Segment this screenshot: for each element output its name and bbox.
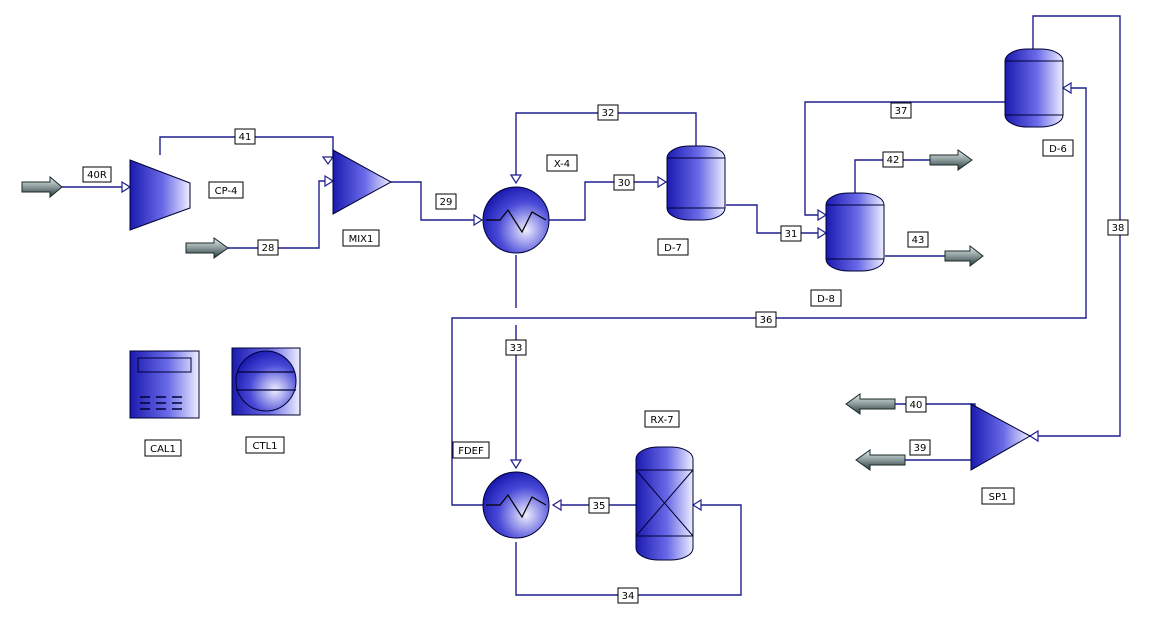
svg-text:41: 41	[239, 132, 252, 143]
svg-text:SP1: SP1	[989, 492, 1008, 503]
product-arrow-39[interactable]	[855, 449, 906, 471]
label-d6: D-6	[1042, 139, 1074, 157]
stream-label-40r[interactable]: 40R	[82, 166, 112, 183]
heat-exchanger-fdef-icon[interactable]	[482, 471, 550, 539]
stream-label-31[interactable]: 31	[780, 225, 802, 242]
svg-text:43: 43	[912, 235, 925, 246]
stream-label-39[interactable]: 39	[909, 439, 931, 456]
stream-label-38[interactable]: 38	[1107, 219, 1129, 236]
svg-text:33: 33	[510, 343, 523, 354]
label-fdef: FDEF	[452, 441, 490, 459]
stream-label-36[interactable]: 36	[755, 311, 777, 328]
svg-text:X-4: X-4	[554, 159, 570, 170]
label-rx7: RX-7	[644, 410, 680, 428]
stream-label-30[interactable]: 30	[613, 174, 635, 191]
svg-text:37: 37	[895, 106, 908, 117]
svg-text:30: 30	[618, 178, 631, 189]
svg-text:34: 34	[622, 591, 635, 602]
label-sp1: SP1	[981, 487, 1015, 505]
product-arrow-42[interactable]	[929, 149, 973, 171]
stream-label-33[interactable]: 33	[505, 339, 527, 356]
stream-label-32[interactable]: 32	[597, 104, 619, 121]
product-arrow-40[interactable]	[845, 393, 896, 415]
stream-label-29[interactable]: 29	[435, 193, 457, 210]
mixer-mix1-icon[interactable]	[332, 149, 393, 215]
splitter-sp1-icon[interactable]	[970, 403, 1032, 471]
svg-text:31: 31	[785, 229, 798, 240]
svg-text:D-6: D-6	[1049, 144, 1067, 155]
calculator-cal1-icon[interactable]	[129, 350, 200, 419]
flash-drum-d8-icon[interactable]	[825, 192, 885, 272]
svg-text:RX-7: RX-7	[650, 415, 673, 426]
svg-text:40R: 40R	[87, 170, 107, 181]
label-cal1: CAL1	[144, 439, 182, 457]
label-mix1: MIX1	[342, 229, 380, 247]
stream-label-40[interactable]: 40	[905, 396, 927, 413]
svg-text:35: 35	[593, 501, 606, 512]
svg-text:MIX1: MIX1	[349, 234, 374, 245]
heat-exchanger-x4-icon[interactable]	[482, 186, 550, 254]
stream-label-43[interactable]: 43	[907, 231, 929, 248]
label-d7: D-7	[657, 238, 689, 256]
stream-label-41[interactable]: 41	[234, 128, 256, 145]
label-d8: D-8	[810, 289, 842, 307]
stream-label-35[interactable]: 35	[588, 497, 610, 514]
stream-label-34[interactable]: 34	[617, 587, 639, 604]
reactor-rx7-icon[interactable]	[635, 446, 694, 561]
controller-ctl1-icon[interactable]	[231, 347, 301, 416]
svg-text:CP-4: CP-4	[215, 186, 238, 197]
compressor-cp4-icon[interactable]	[129, 159, 191, 231]
svg-text:FDEF: FDEF	[458, 446, 484, 457]
product-arrow-43[interactable]	[944, 244, 984, 268]
svg-text:D-8: D-8	[817, 294, 835, 305]
label-x4: X-4	[546, 154, 578, 172]
svg-text:CAL1: CAL1	[150, 444, 176, 455]
svg-text:42: 42	[887, 155, 900, 166]
feed-arrow-28[interactable]	[185, 237, 229, 259]
stream-label-42[interactable]: 42	[882, 151, 904, 168]
stream-label-28[interactable]: 28	[257, 239, 279, 256]
svg-text:32: 32	[602, 108, 615, 119]
flash-drum-d6-icon[interactable]	[1004, 48, 1064, 128]
svg-text:40: 40	[910, 400, 923, 411]
svg-text:39: 39	[914, 443, 927, 454]
svg-text:CTL1: CTL1	[252, 441, 277, 452]
feed-arrow-40r[interactable]	[21, 175, 63, 199]
stream-label-37[interactable]: 37	[890, 102, 912, 119]
svg-text:28: 28	[262, 243, 275, 254]
inlet-arrowheads	[121, 81, 1072, 512]
svg-text:D-7: D-7	[664, 243, 682, 254]
flash-drum-d7-icon[interactable]	[666, 145, 726, 221]
label-ctl1: CTL1	[245, 436, 285, 454]
svg-text:36: 36	[760, 315, 773, 326]
svg-text:38: 38	[1112, 223, 1125, 234]
label-cp4: CP-4	[208, 181, 244, 199]
svg-text:29: 29	[440, 197, 453, 208]
